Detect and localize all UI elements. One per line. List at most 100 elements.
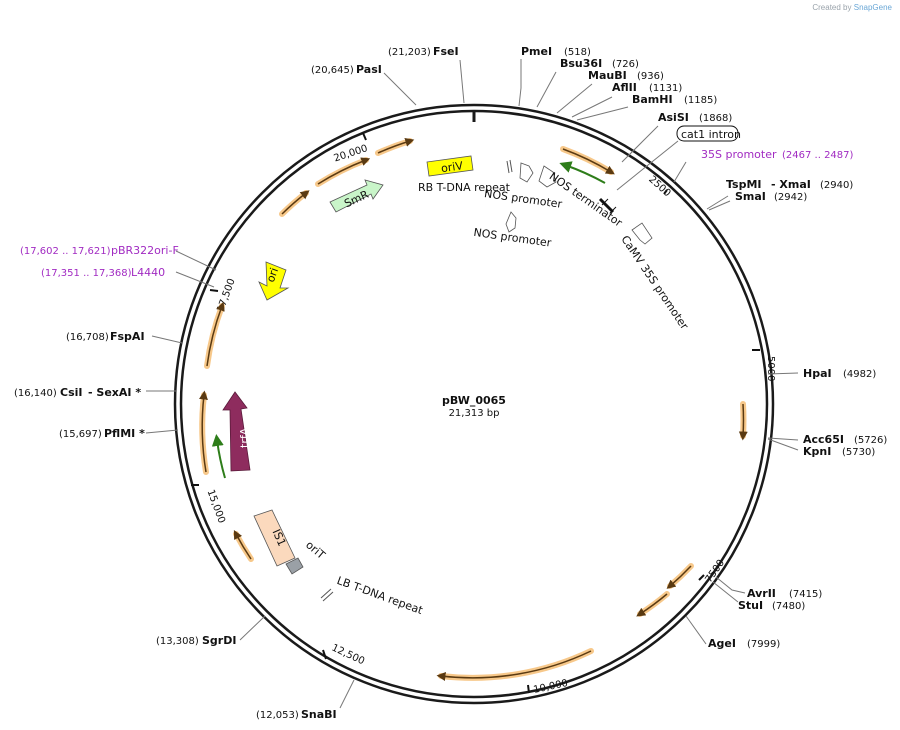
- tick-label-15000: 15,000: [205, 488, 227, 525]
- site-bamhi[interactable]: BamHI (1185): [632, 93, 717, 106]
- tick-20000: [362, 132, 367, 141]
- 35s-promoter-label[interactable]: 35S promoter: [701, 148, 777, 161]
- site-asisi[interactable]: AsiSI (1868): [658, 111, 732, 124]
- site-name: AgeI: [708, 637, 736, 650]
- oriv-label: oriV: [440, 159, 464, 175]
- site-name: FspAI: [110, 330, 145, 343]
- 35s-promoter-range: (2467 .. 2487): [782, 150, 854, 161]
- ori-label: ori: [264, 266, 281, 284]
- ori-feature[interactable]: ori: [258, 261, 290, 301]
- orf-arc[interactable]: [204, 303, 225, 369]
- backbone: [173, 103, 775, 705]
- site-fspai[interactable]: (16,708) FspAI: [66, 330, 145, 343]
- orit-label: oriT: [303, 538, 328, 562]
- site-position: (1185): [684, 95, 717, 106]
- orf-arc-line: [199, 390, 208, 473]
- site-position: (518): [564, 47, 591, 58]
- rb-tdna-repeat-feature[interactable]: RB T-DNA repeat: [418, 159, 513, 194]
- l4440-range: (17,351 .. 17,368): [41, 268, 132, 279]
- site-name: SgrDI: [202, 634, 236, 647]
- tick-17500: [209, 289, 219, 292]
- site-position: (1868): [699, 113, 732, 124]
- nos-promoter-2-feature[interactable]: NOS promoter: [473, 211, 553, 250]
- site-name: Bsu36I: [560, 57, 602, 70]
- site-name: PflMI *: [104, 427, 145, 440]
- nos-promoter-1-label: NOS promoter: [483, 187, 563, 211]
- site-name: FseI: [433, 45, 459, 58]
- orf-arc-line: [666, 565, 692, 589]
- tick-7500: [698, 574, 705, 581]
- camv-35s-promoter-feature[interactable]: CaMV 35S promoter: [618, 222, 691, 332]
- site-name: Acc65I: [803, 433, 844, 446]
- smr-feature[interactable]: SmR: [329, 179, 384, 213]
- site-kpni[interactable]: KpnI (5730): [803, 445, 875, 458]
- l4440-label[interactable]: L4440: [131, 266, 165, 279]
- site-fsei[interactable]: (21,203) FseI: [388, 45, 459, 58]
- orf-arc-line: [233, 530, 252, 560]
- site-pasi[interactable]: (20,645) PasI: [311, 63, 382, 76]
- orf-arc-line: [281, 190, 310, 215]
- site-tspmi-xmai[interactable]: TspMI - XmaI (2940): [726, 178, 853, 191]
- is1-feature[interactable]: IS1: [253, 509, 296, 567]
- orf-arc-line: [562, 148, 615, 175]
- site-bsu36i[interactable]: Bsu36I (726): [560, 57, 639, 70]
- site-acc65i[interactable]: Acc65I (5726): [803, 433, 887, 446]
- pbr322ori-f-label[interactable]: pBR322ori-F: [111, 244, 179, 257]
- site-name: CsiI: [60, 386, 82, 399]
- site-position: (7999): [747, 639, 780, 650]
- tick-10000: [527, 684, 530, 694]
- site-name: TspMI: [726, 178, 762, 191]
- lb-tdna-repeat-feature[interactable]: LB T-DNA repeat: [320, 574, 425, 617]
- site-position: (20,645): [311, 65, 354, 76]
- trfa-feature[interactable]: trfA: [222, 391, 251, 472]
- site-position: (5726): [854, 435, 887, 446]
- site-hpai[interactable]: HpaI (4982): [803, 367, 876, 380]
- tick-label-7500: 7500: [703, 558, 727, 585]
- site-smai[interactable]: SmaI (2942): [735, 190, 807, 203]
- site-avrii[interactable]: AvrII (7415): [747, 587, 822, 600]
- site-name: PasI: [356, 63, 382, 76]
- plasmid-name: pBW_0065: [442, 394, 506, 407]
- site-position: (15,697): [59, 429, 102, 440]
- site-position: (4982): [843, 369, 876, 380]
- site-agei[interactable]: AgeI (7999): [708, 637, 780, 650]
- orf-arc[interactable]: [438, 648, 594, 681]
- site-pmei[interactable]: PmeI (518): [521, 45, 591, 58]
- site-name: BamHI: [632, 93, 673, 106]
- is1-label: IS1: [270, 527, 289, 548]
- site-name: MauBI: [588, 69, 627, 82]
- site-sgrdi[interactable]: (13,308) SgrDI: [156, 634, 236, 647]
- site-position: (5730): [842, 447, 875, 458]
- watermark-prefix: Created by: [812, 3, 852, 12]
- rb-tdna-repeat-label: RB T-DNA repeat: [418, 181, 511, 194]
- site-snabi[interactable]: (12,053) SnaBI: [256, 708, 337, 721]
- green-feature-arc[interactable]: [559, 161, 606, 184]
- oriv-feature[interactable]: oriV: [426, 155, 474, 177]
- site-maubi[interactable]: MauBI (936): [588, 69, 664, 82]
- site-leader-lines: [145, 59, 799, 709]
- pbr322ori-f-range: (17,602 .. 17,621): [20, 246, 111, 257]
- site-csii-sexai[interactable]: (16,140) CsiI - SexAI *: [14, 386, 141, 399]
- black-marker-feature[interactable]: [598, 197, 617, 214]
- outer-feature-labels: cat1 intron 35S promoter (2467 .. 2487) …: [20, 125, 854, 279]
- site-separator: - SexAI *: [88, 386, 141, 399]
- site-position: (16,708): [66, 332, 109, 343]
- site-position: (2942): [774, 192, 807, 203]
- smr-label: SmR: [342, 188, 371, 211]
- site-aflii[interactable]: AflII (1131): [612, 81, 682, 94]
- lb-tdna-repeat-label: LB T-DNA repeat: [335, 574, 425, 617]
- site-name: KpnI: [803, 445, 831, 458]
- site-position: (7480): [772, 601, 805, 612]
- site-pflmi[interactable]: (15,697) PflMI *: [59, 427, 145, 440]
- site-position: (16,140): [14, 388, 57, 399]
- site-name: SnaBI: [301, 708, 337, 721]
- site-position: (13,308): [156, 636, 199, 647]
- green-feature-arc[interactable]: [211, 434, 226, 479]
- cat1-intron-label[interactable]: cat1 intron: [681, 128, 741, 141]
- site-stui[interactable]: StuI (7480): [738, 599, 805, 612]
- watermark-brand: SnapGene: [853, 3, 892, 12]
- cat1-intron-box: [676, 125, 739, 142]
- watermark: Created by SnapGene: [812, 3, 892, 12]
- sites-left: (21,203) FseI (20,645) PasI (16,708) Fsp…: [14, 45, 459, 721]
